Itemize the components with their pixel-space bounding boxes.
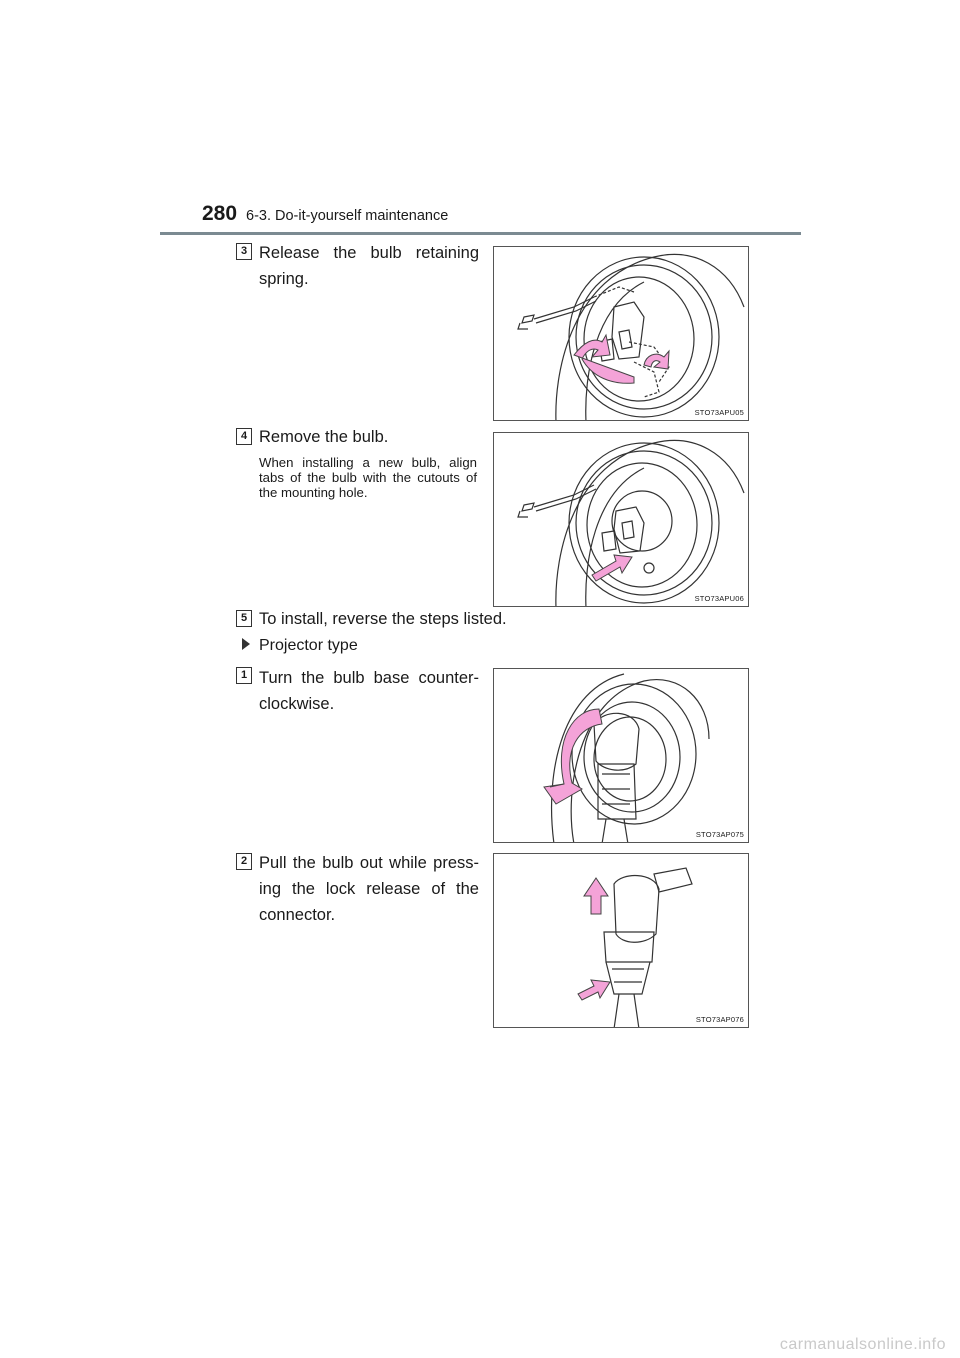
- projector-heading-text: Projector type: [259, 637, 358, 654]
- page-number: 280: [202, 202, 238, 225]
- figure-code: STO73AP076: [695, 1015, 744, 1024]
- headlight-bulb-removal-illustration: [517, 439, 745, 606]
- watermark: carmanualsonline.info: [779, 1336, 946, 1353]
- step-badge-1: 1: [236, 667, 252, 684]
- step-badge-4: 4: [236, 428, 252, 445]
- projector-turn-illustration: [543, 673, 710, 842]
- triangle-bullet-icon: [242, 638, 250, 650]
- figure-turn-bulb-base: STO73AP075: [493, 668, 749, 843]
- projector-step-1-text: Turn the bulb base counter-clockwise.: [259, 669, 479, 713]
- step-4-text: Remove the bulb.: [259, 428, 389, 446]
- step-badge-3: 3: [236, 243, 252, 260]
- headlight-spring-illustration: [517, 253, 745, 420]
- figure-code: STO73AP075: [695, 830, 744, 839]
- step-4-note: When installing a new bulb, align tabs o…: [259, 455, 477, 500]
- projector-step-2-text: Pull the bulb out while press-ing the lo…: [259, 854, 479, 924]
- step-5-text: To install, reverse the steps listed.: [259, 610, 507, 628]
- step-3-text: Release the bulb retaining spring.: [259, 244, 479, 288]
- section-title: 6-3. Do-it-yourself maintenance: [246, 208, 449, 224]
- step-badge-2: 2: [236, 853, 252, 870]
- projector-type-heading: Projector type: [242, 637, 358, 655]
- figure-release-spring: STO73APU05: [493, 246, 749, 421]
- figure-code: STO73APU06: [694, 594, 744, 603]
- step-badge-5: 5: [236, 610, 252, 627]
- figure-pull-bulb: STO73AP076: [493, 853, 749, 1028]
- projector-pull-illustration: [577, 867, 693, 1027]
- figure-remove-bulb: STO73APU06: [493, 432, 749, 607]
- figure-code: STO73APU05: [694, 408, 744, 417]
- header-rule: [160, 232, 801, 235]
